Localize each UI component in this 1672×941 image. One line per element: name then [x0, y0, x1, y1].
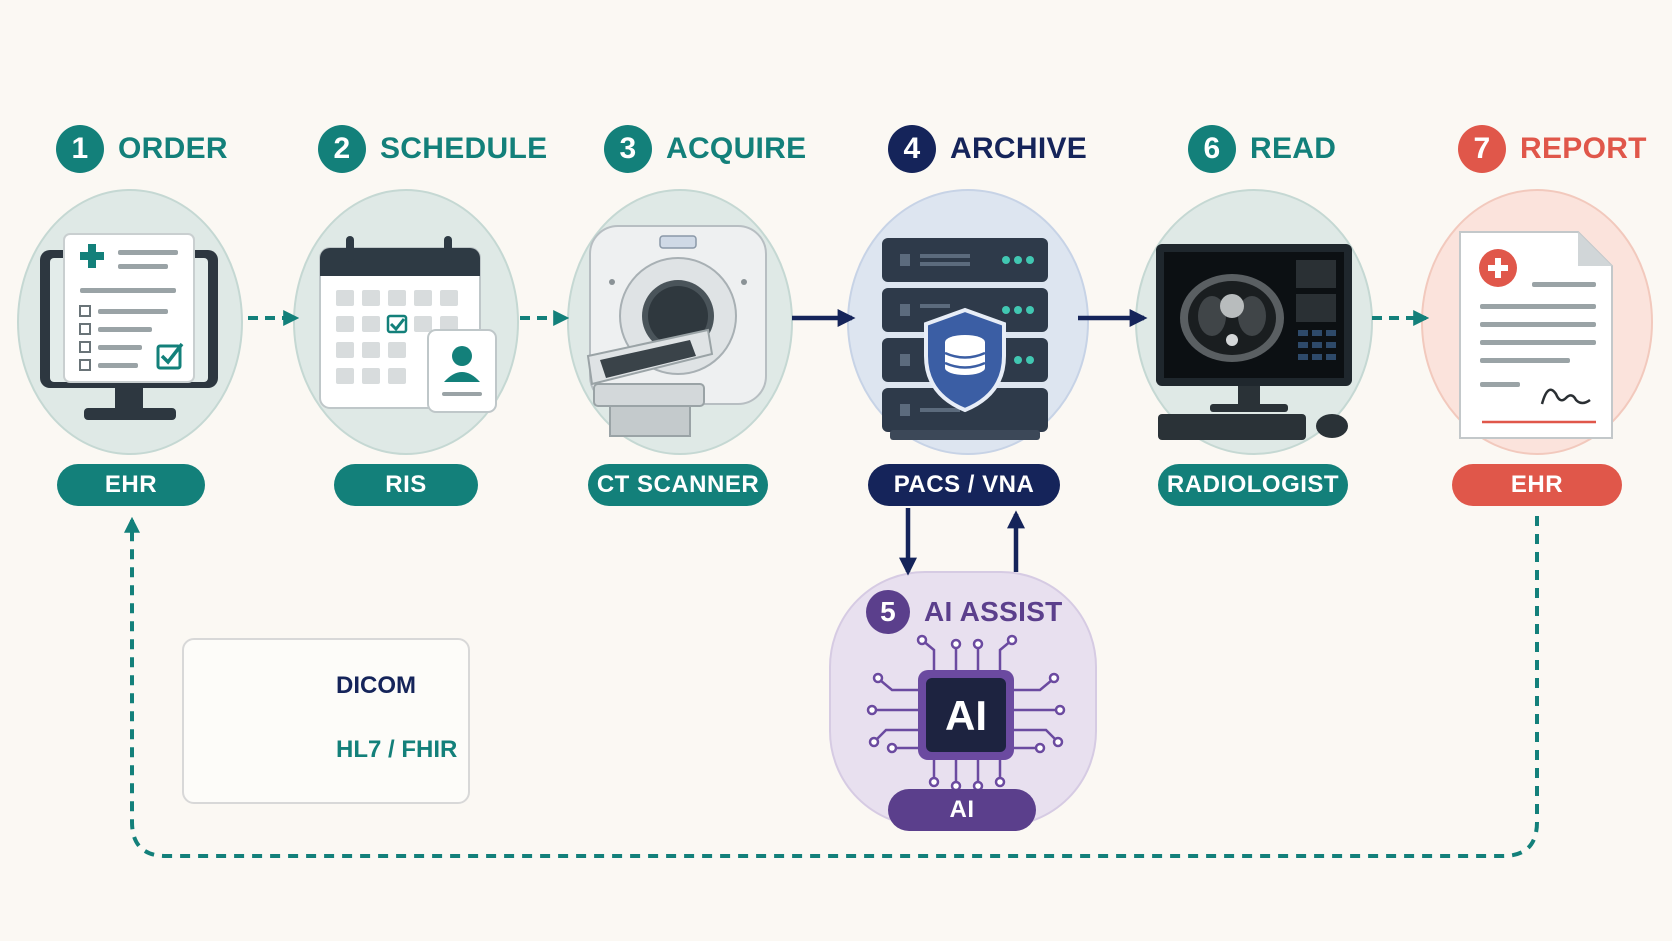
- system-pill-ehr-report: EHR: [1452, 464, 1622, 506]
- ehr-monitor-icon: [40, 233, 218, 420]
- system-pill-ehr-order: EHR: [57, 464, 205, 506]
- ai-chip-label: AI: [945, 692, 987, 739]
- step4-number: 4: [888, 125, 936, 173]
- system-pill-ris: RIS: [334, 464, 478, 506]
- ct-scanner-icon: [586, 225, 767, 437]
- step7-label: REPORT: [1520, 132, 1647, 165]
- step2-number: 2: [318, 125, 366, 173]
- step1-label: ORDER: [118, 132, 228, 165]
- step3-number: 3: [604, 125, 652, 173]
- step1-number: 1: [56, 125, 104, 173]
- step6-number: 6: [1188, 125, 1236, 173]
- system-pill-ct-scanner: CT SCANNER: [588, 464, 768, 506]
- workstation-icon: [1156, 244, 1352, 440]
- step2-label: SCHEDULE: [380, 132, 548, 165]
- step1-title: 1 ORDER: [56, 125, 228, 173]
- system-pill-radiologist: RADIOLOGIST: [1158, 464, 1348, 506]
- hl7-feedback-loop: [124, 516, 1539, 858]
- legend-box: [182, 638, 470, 804]
- step4-title: 4 ARCHIVE: [888, 125, 1087, 173]
- step5-label: AI ASSIST: [924, 596, 1063, 627]
- step6-title: 6 READ: [1188, 125, 1336, 173]
- step7-number: 7: [1458, 125, 1506, 173]
- step5-title: 5 AI ASSIST: [866, 590, 1063, 634]
- step5-number: 5: [866, 590, 910, 634]
- server-rack-icon: [882, 238, 1048, 440]
- step4-label: ARCHIVE: [950, 132, 1088, 165]
- step7-title: 7 REPORT: [1458, 125, 1647, 173]
- step6-label: READ: [1250, 132, 1337, 165]
- step2-title: 2 SCHEDULE: [318, 125, 547, 173]
- legend-hl7-label: HL7 / FHIR: [336, 736, 458, 763]
- report-document-icon: [1459, 231, 1613, 439]
- step3-label: ACQUIRE: [666, 132, 807, 165]
- legend-dicom-label: DICOM: [336, 672, 416, 699]
- system-pill-ai: AI: [888, 789, 1036, 831]
- calendar-icon: [319, 236, 497, 413]
- step3-title: 3 ACQUIRE: [604, 125, 806, 173]
- system-pill-pacs-vna: PACS / VNA: [868, 464, 1060, 506]
